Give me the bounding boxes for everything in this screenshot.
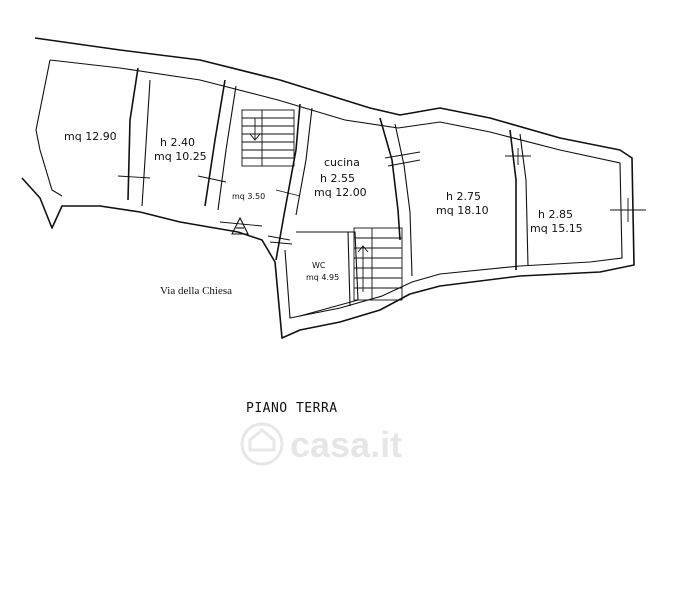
kitchen-height: h 2.55 — [320, 172, 355, 185]
watermark: casa.it — [240, 422, 402, 466]
openings — [117, 148, 646, 245]
room-2-height: h 2.40 — [160, 136, 195, 149]
floor-label: PIANO TERRA — [246, 401, 338, 416]
stair-hall-area: mq 3.50 — [232, 192, 265, 201]
room-4-height: h 2.85 — [538, 208, 573, 221]
kitchen-name: cucina — [324, 156, 360, 169]
wc-name: WC — [312, 261, 326, 270]
entrance-triangle-icon — [219, 216, 263, 235]
house-icon — [240, 422, 284, 466]
street-label: Via della Chiesa — [160, 285, 232, 297]
room-2-area: mq 10.25 — [154, 150, 207, 163]
watermark-text: casa.it — [290, 424, 402, 465]
building-outline — [21, 37, 635, 339]
room-3-area: mq 18.10 — [436, 204, 489, 217]
room-4-area: mq 15.15 — [530, 222, 583, 235]
interior-walls — [127, 67, 529, 317]
room-3-height: h 2.75 — [446, 190, 481, 203]
stair-main — [241, 109, 295, 167]
wc-area: mq 4.95 — [306, 273, 339, 282]
room-1-area: mq 12.90 — [64, 130, 117, 143]
kitchen-area: mq 12.00 — [314, 186, 367, 199]
stair-secondary — [353, 227, 403, 301]
